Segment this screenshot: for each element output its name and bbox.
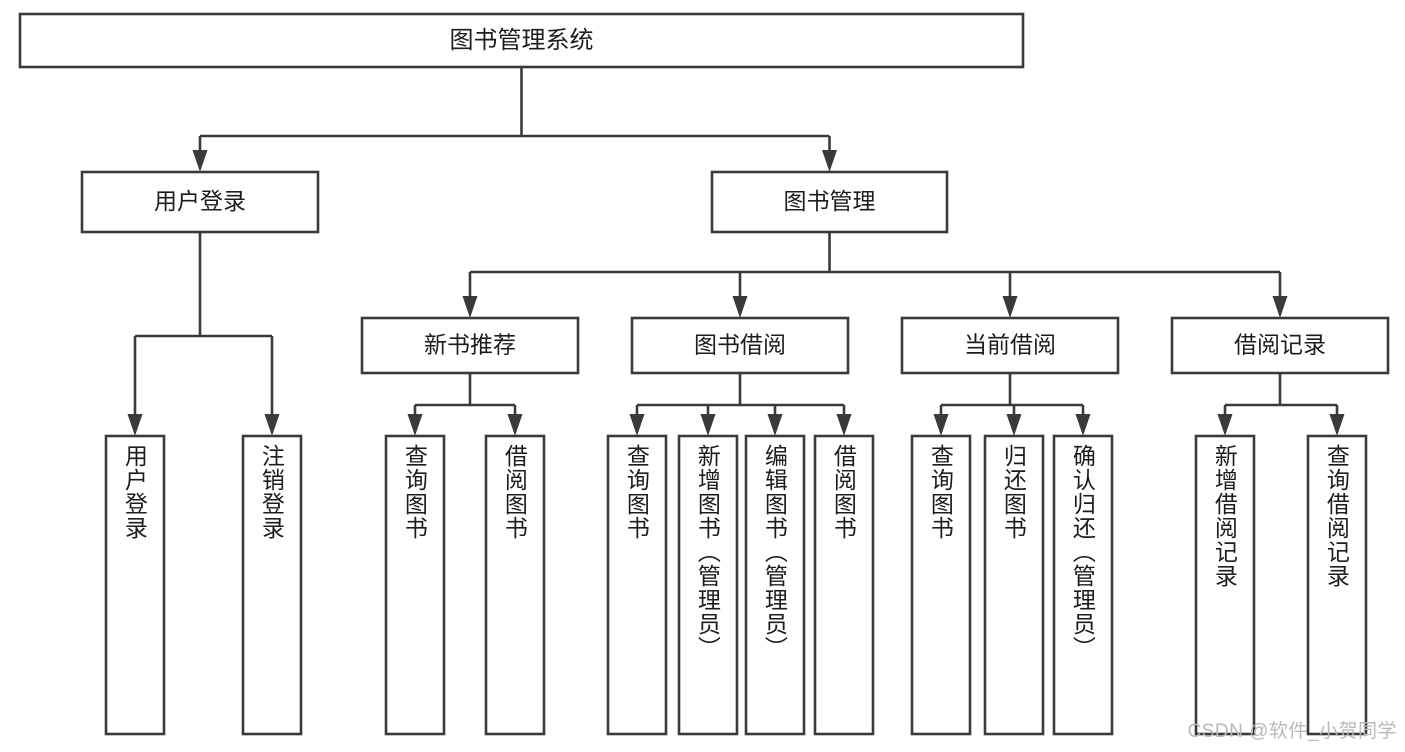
node-label-current-borrow: 当前借阅 — [964, 332, 1056, 358]
current-borrow-to-leaves-arrow-0 — [933, 414, 949, 436]
node-box-leaf-borrow-book-2[interactable] — [813, 434, 875, 736]
node-box-leaf-user-login[interactable] — [104, 434, 166, 736]
book-borrow-to-leaves-arrow-2 — [767, 414, 783, 436]
node-box-leaf-confirm-return[interactable] — [1052, 434, 1114, 736]
book-borrow-to-leaves-arrow-3 — [836, 414, 852, 436]
node-box-leaf-return-book[interactable] — [983, 434, 1045, 736]
node-box-root[interactable] — [18, 12, 1025, 69]
node-label-borrow-record: 借阅记录 — [1234, 332, 1326, 358]
book-borrow-to-leaves-arrow-1 — [700, 414, 716, 436]
node-box-leaf-user-logout[interactable] — [241, 434, 303, 736]
root-to-level2-arrow-0 — [192, 150, 208, 172]
current-borrow-to-leaves-arrow-2 — [1075, 414, 1091, 436]
node-box-leaf-borrow-book-1[interactable] — [484, 434, 546, 736]
borrow-record-to-leaves-arrow-1 — [1329, 414, 1345, 436]
node-box-leaf-query-book-3[interactable] — [910, 434, 972, 736]
node-label-root: 图书管理系统 — [450, 27, 594, 54]
node-box-new-book-recommend[interactable] — [360, 316, 580, 375]
node-box-leaf-edit-book[interactable] — [744, 434, 806, 736]
node-label-book-manage: 图书管理 — [784, 188, 876, 214]
node-box-leaf-query-book-2[interactable] — [606, 434, 668, 736]
node-label-book-borrow: 图书借阅 — [694, 332, 786, 358]
node-box-leaf-add-book[interactable] — [677, 434, 739, 736]
new-book-recommend-to-leaves-arrow-0 — [407, 414, 423, 436]
node-box-leaf-add-record[interactable] — [1194, 434, 1256, 736]
user-login-to-leaves-arrow-0 — [127, 414, 143, 436]
new-book-recommend-to-leaves-arrow-1 — [507, 414, 523, 436]
csdn-watermark: CSDN @软件_小贺同学 — [1187, 721, 1397, 742]
bookmanage-to-level3-arrow-1 — [732, 296, 748, 318]
node-box-book-manage[interactable] — [710, 170, 949, 234]
user-login-to-leaves-arrow-1 — [264, 414, 280, 436]
root-to-level2-arrow-1 — [822, 150, 837, 172]
node-box-leaf-query-book-1[interactable] — [384, 434, 446, 736]
bookmanage-to-level3-arrow-2 — [1002, 296, 1018, 318]
node-box-current-borrow[interactable] — [900, 316, 1120, 375]
bookmanage-to-level3-arrow-3 — [1272, 296, 1288, 318]
current-borrow-to-leaves-arrow-1 — [1006, 414, 1022, 436]
connector-lines — [127, 67, 1345, 436]
node-box-leaf-query-record[interactable] — [1306, 434, 1368, 736]
node-box-borrow-record[interactable] — [1170, 316, 1390, 375]
node-box-book-borrow[interactable] — [630, 316, 850, 375]
bookmanage-to-level3-arrow-0 — [462, 296, 478, 318]
node-label-new-book-recommend: 新书推荐 — [424, 332, 516, 358]
book-borrow-to-leaves-arrow-0 — [629, 414, 645, 436]
node-box-user-login[interactable] — [80, 170, 320, 234]
node-boxes — [18, 12, 1390, 736]
node-label-user-login: 用户登录 — [154, 188, 246, 214]
borrow-record-to-leaves-arrow-0 — [1217, 414, 1233, 436]
